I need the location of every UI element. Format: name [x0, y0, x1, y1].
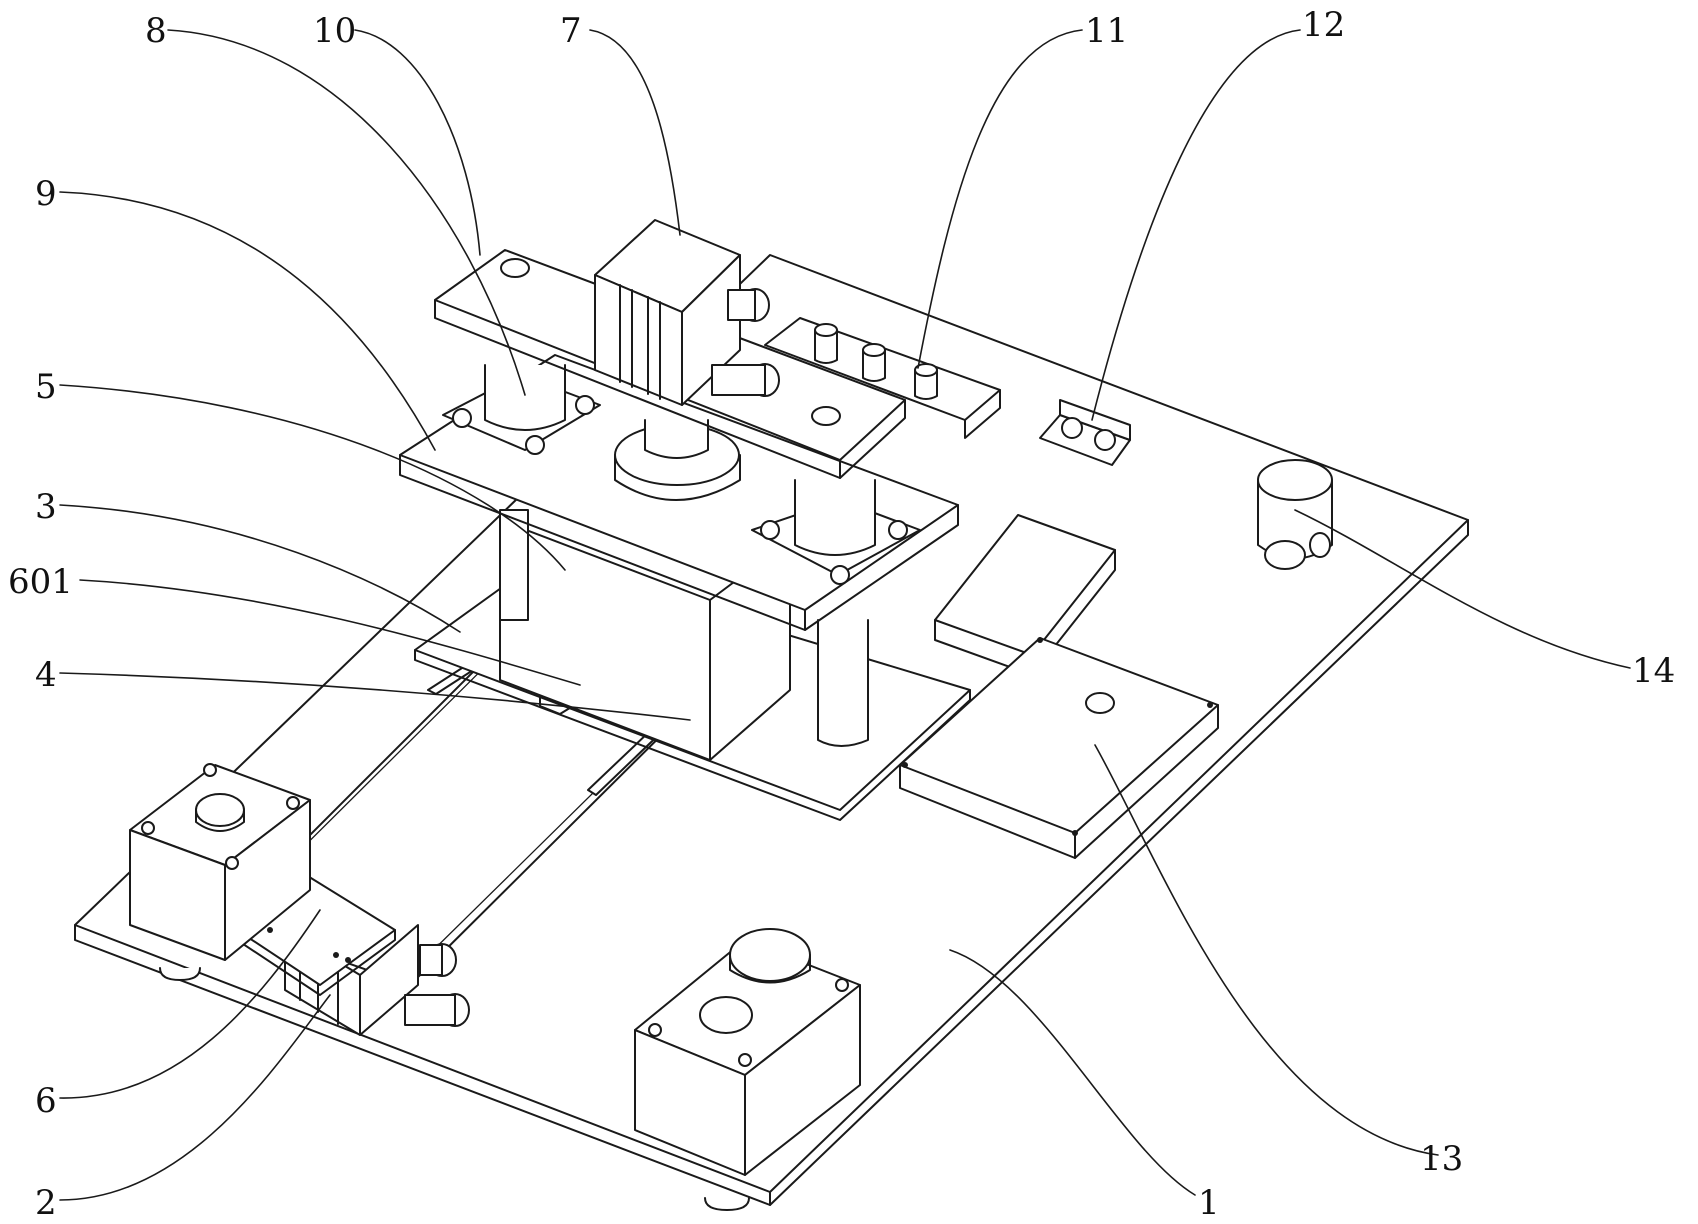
- leader-1: [950, 950, 1195, 1195]
- label-5: 5: [35, 367, 57, 407]
- label-12: 12: [1302, 5, 1345, 45]
- leader-8: [168, 30, 525, 395]
- label-2: 2: [35, 1183, 57, 1223]
- leader-11: [918, 30, 1082, 368]
- label-13: 13: [1420, 1139, 1463, 1179]
- leader-10: [355, 30, 480, 255]
- label-1: 1: [1198, 1183, 1220, 1223]
- label-10: 10: [313, 11, 356, 51]
- label-14: 14: [1632, 651, 1675, 691]
- label-601: 601: [8, 562, 73, 602]
- label-8: 8: [145, 11, 167, 51]
- label-9: 9: [35, 174, 57, 214]
- label-4: 4: [35, 655, 57, 695]
- top-cylinder: [595, 220, 779, 405]
- label-3: 3: [35, 487, 57, 527]
- label-7: 7: [560, 11, 582, 51]
- label-6: 6: [35, 1081, 57, 1121]
- leader-12: [1092, 30, 1300, 420]
- cylinder-post: [1258, 460, 1332, 569]
- leader-2: [60, 995, 330, 1200]
- leader-7: [590, 30, 680, 235]
- label-11: 11: [1085, 11, 1128, 51]
- rear-pillar: [818, 620, 868, 746]
